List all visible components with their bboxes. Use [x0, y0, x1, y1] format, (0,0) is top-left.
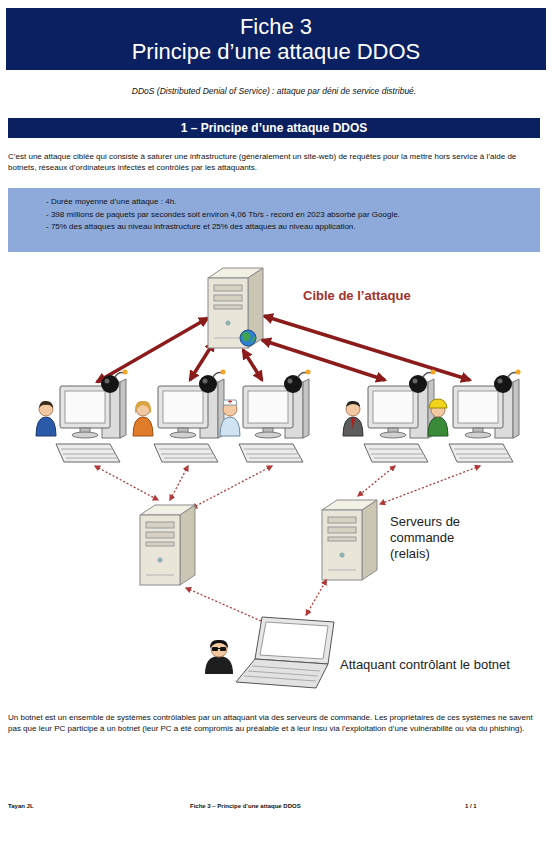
relay-label: Serveurs de commande (relais)	[390, 514, 480, 562]
command-link	[380, 466, 480, 504]
statistic-item: - Durée moyenne d’une attaque : 4h.	[46, 196, 530, 209]
info-box: - Durée moyenne d’une attaque : 4h.- 398…	[8, 188, 540, 252]
relay-server-icon	[140, 505, 195, 585]
command-link	[192, 466, 272, 508]
command-link	[358, 466, 395, 496]
footer-author: Tayan JL	[8, 802, 34, 810]
infected-pc	[56, 370, 128, 463]
attacker-laptop: Attaquant contrôlant le botnet	[232, 615, 337, 690]
subtitle: DDoS (Distributed Denial of Service) : a…	[8, 86, 540, 97]
attack-arrow	[97, 318, 208, 382]
command-link	[306, 580, 326, 615]
botnet-paragraph: Un botnet est un ensemble de systèmes co…	[8, 712, 540, 734]
attack-arrow	[262, 340, 385, 380]
target-server-icon	[208, 268, 263, 348]
command-link	[170, 466, 188, 500]
intro-paragraph: C’est une attaque ciblée qui consiste à …	[8, 151, 540, 173]
hacker-icon	[205, 640, 233, 674]
command-links	[95, 466, 480, 624]
infected-pc	[449, 370, 521, 463]
section-band: 1 – Principe d’une attaque DDOS	[8, 118, 540, 138]
section-title: 1 – Principe d’une attaque DDOS	[8, 118, 540, 138]
infected-pc	[239, 370, 311, 463]
user-icon	[343, 401, 363, 436]
target-label: Cible de l’attaque	[303, 288, 411, 304]
infected-pc	[154, 370, 226, 463]
user-icon	[36, 401, 56, 436]
command-link	[95, 466, 158, 500]
laptop-icon	[236, 617, 334, 688]
statistic-item: - 398 millions de paquets par secondes s…	[46, 209, 530, 222]
relay-server: Serveurs de commande (relais)	[322, 500, 377, 580]
footer-title: Fiche 3 – Principe d’une attaque DDOS	[190, 802, 301, 810]
header-band: Fiche 3Principe d’une attaque DDOS	[6, 8, 546, 70]
command-link	[186, 588, 268, 624]
attacker-label: Attaquant contrôlant le botnet	[340, 657, 510, 673]
attack-arrows	[97, 316, 470, 382]
statistic-item: - 75% des attaques au niveau infrastruct…	[46, 221, 530, 234]
attack-arrow	[243, 350, 262, 380]
user-icon	[220, 400, 240, 436]
attack-arrow	[264, 316, 470, 380]
target-server: Cible de l’attaque	[208, 268, 263, 348]
sheet-number: Fiche 3	[6, 14, 546, 39]
infected-pc	[364, 370, 436, 463]
globe-symbol	[240, 330, 256, 346]
relay-server-icon	[322, 500, 377, 580]
page-number: 1 / 1	[465, 802, 477, 810]
sheet-title: Principe d’une attaque DDOS	[6, 39, 546, 64]
user-icon	[428, 399, 448, 436]
user-icon	[133, 401, 153, 436]
